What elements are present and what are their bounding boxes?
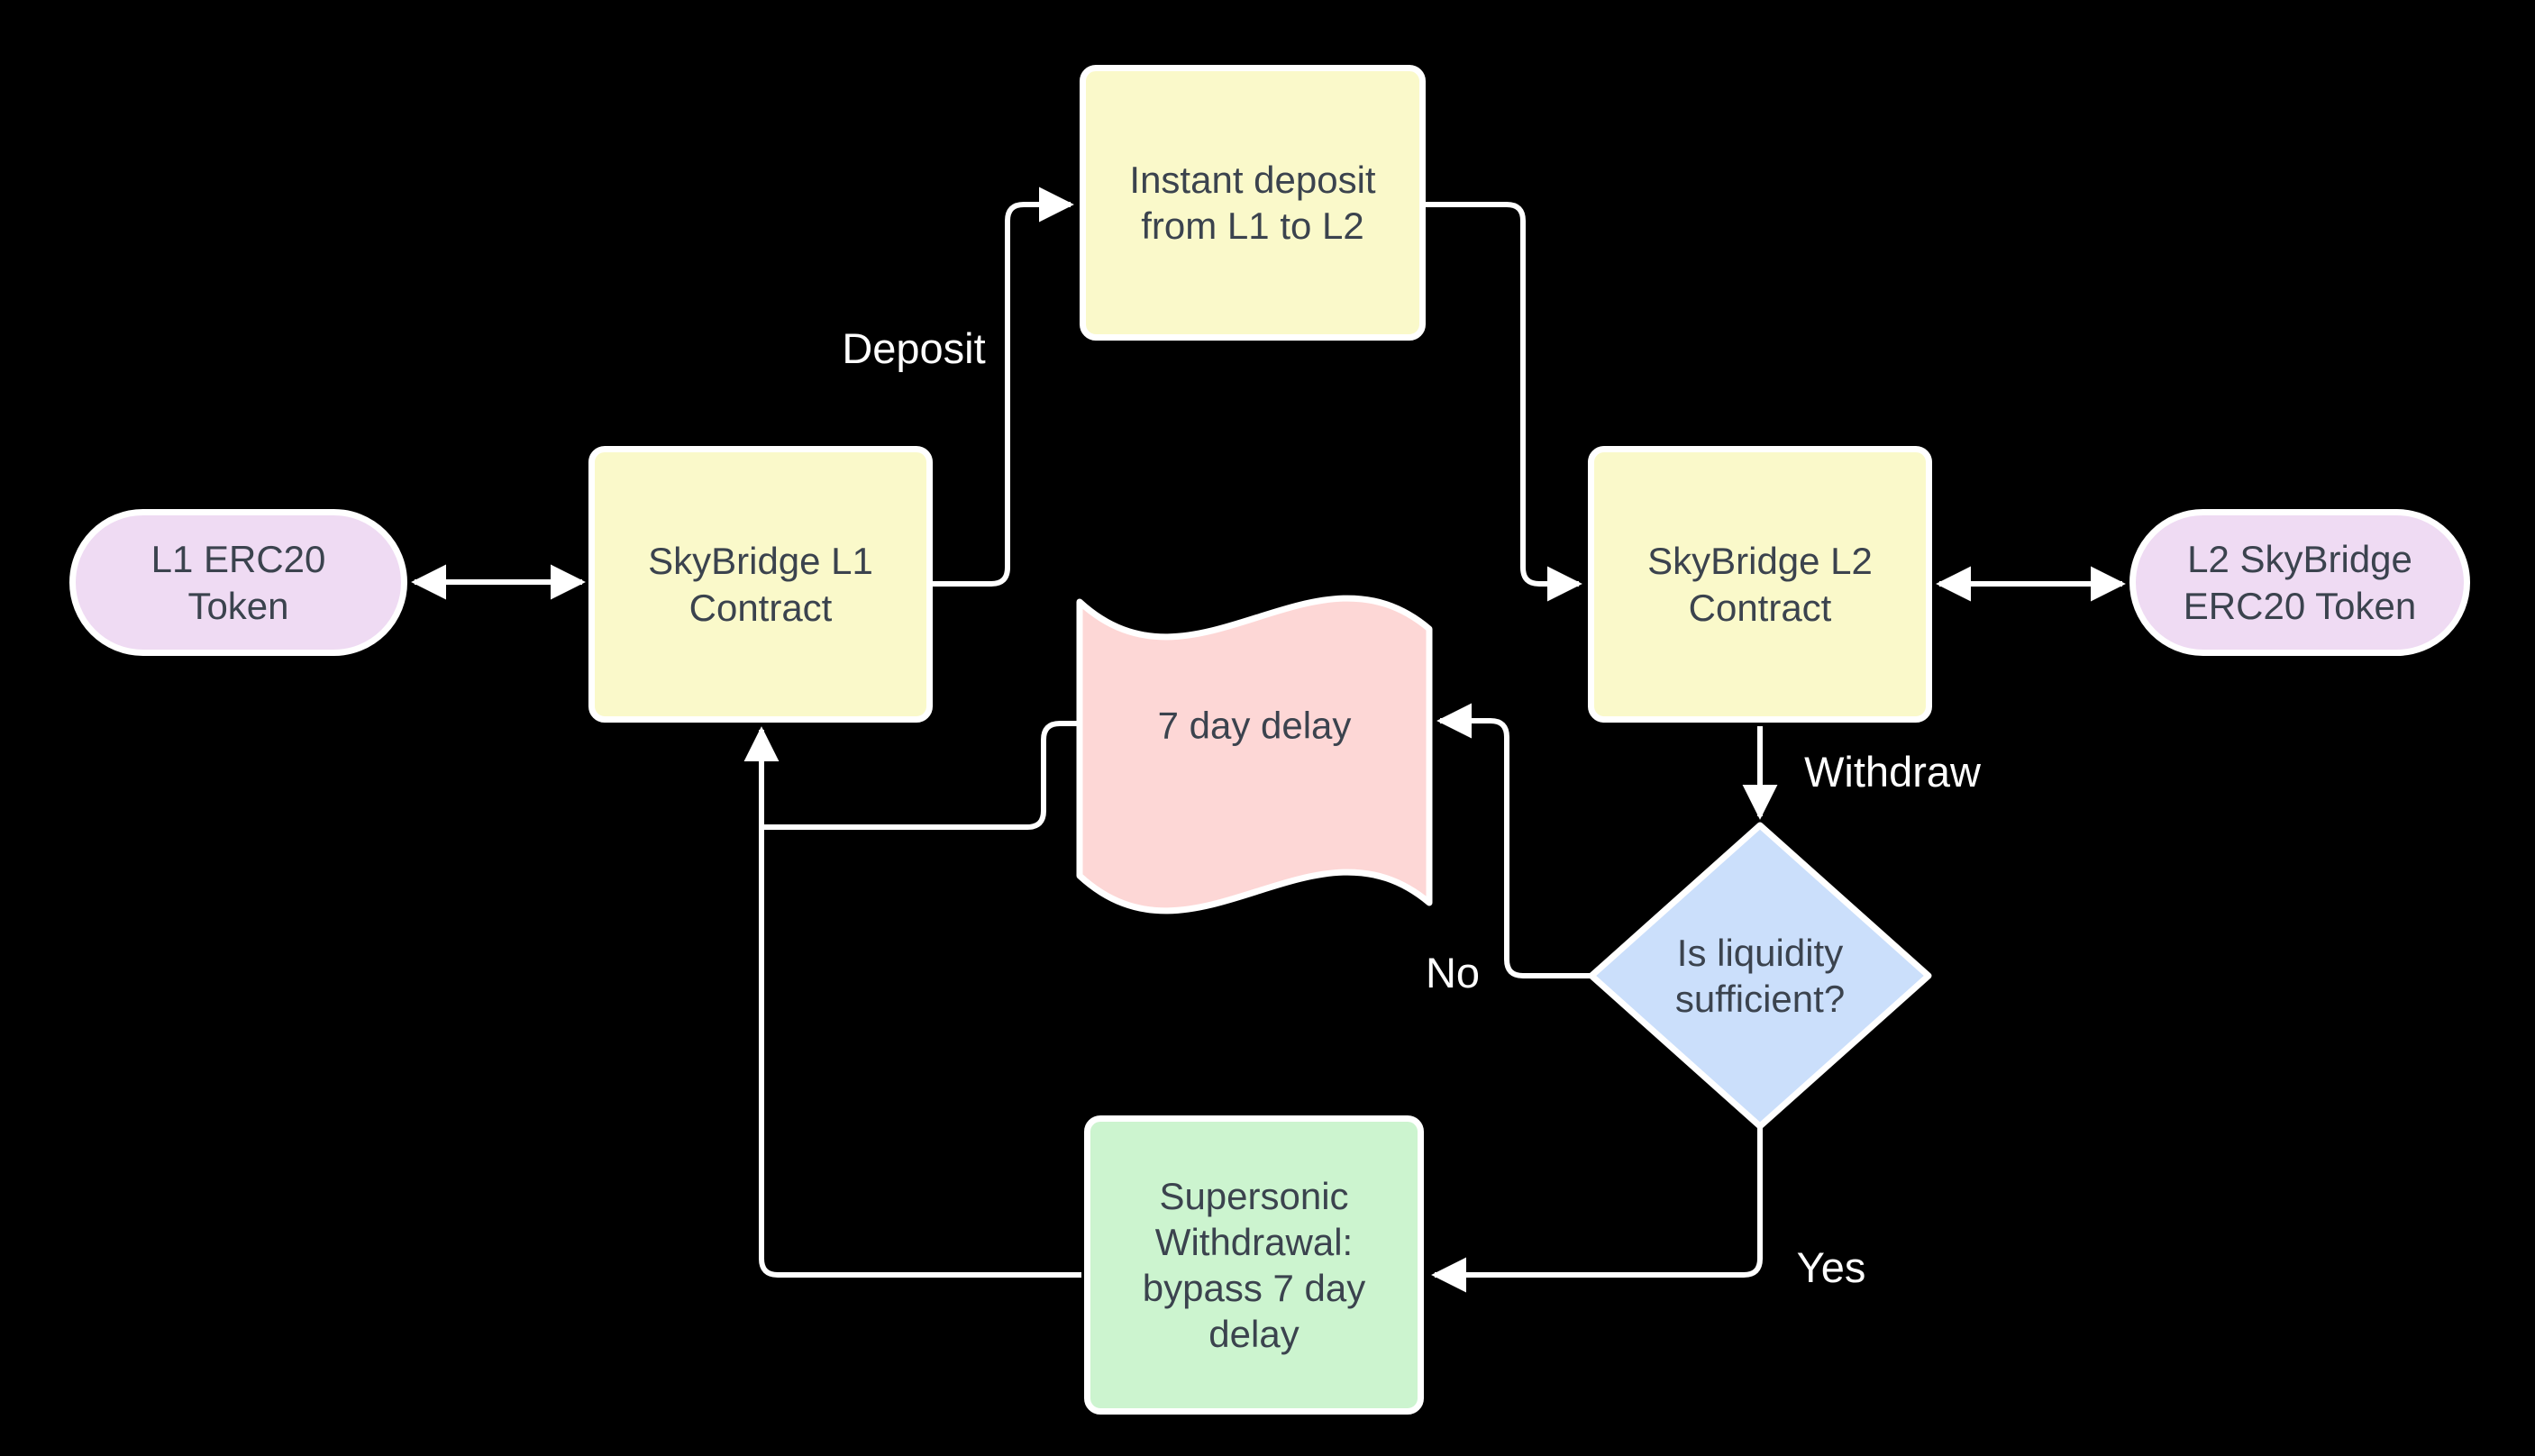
node-instant-deposit: Instant deposit from L1 to L2 [1080,65,1426,341]
node-l2-skybridge-erc20-token: L2 SkyBridge ERC20 Token [2129,509,2470,656]
node-l2-skybridge-erc20-token-label: L2 SkyBridge ERC20 Token [2183,538,2417,627]
node-skybridge-l1-contract: SkyBridge L1 Contract [588,446,933,723]
delay-tape-shape [1076,595,1433,915]
node-skybridge-l2-contract-label: SkyBridge L2 Contract [1647,540,1873,629]
edge-label-withdraw: Withdraw [1804,748,1981,796]
node-supersonic-withdrawal: Supersonic Withdrawal: bypass 7 day dela… [1084,1115,1424,1415]
edge-supersonic-to-l1 [743,726,1081,1278]
node-instant-deposit-label: Instant deposit from L1 to L2 [1129,158,1376,247]
edge-instant-to-l2 [1426,202,1582,602]
edge-deposit [933,187,1074,587]
node-liquidity-decision-label: Is liquidity sufficient? [1674,931,1846,1020]
edge-label-deposit: Deposit [842,324,986,373]
node-supersonic-withdrawal-label: Supersonic Withdrawal: bypass 7 day dela… [1142,1174,1366,1356]
node-l1-erc20-token-label: L1 ERC20 Token [150,538,326,627]
edge-delay-to-l1 [764,721,1080,830]
node-skybridge-l2-contract: SkyBridge L2 Contract [1588,446,1932,723]
edge-yes [1431,1126,1763,1293]
edge-no [1436,703,1591,978]
edge-label-yes: Yes [1796,1243,1866,1292]
node-l1-erc20-token: L1 ERC20 Token [69,509,407,656]
node-7-day-delay-label: 7 day delay [1157,704,1352,747]
decision-diamond-shape [1588,822,1932,1130]
node-skybridge-l1-contract-label: SkyBridge L1 Contract [648,540,873,629]
edge-label-no: No [1425,949,1481,997]
